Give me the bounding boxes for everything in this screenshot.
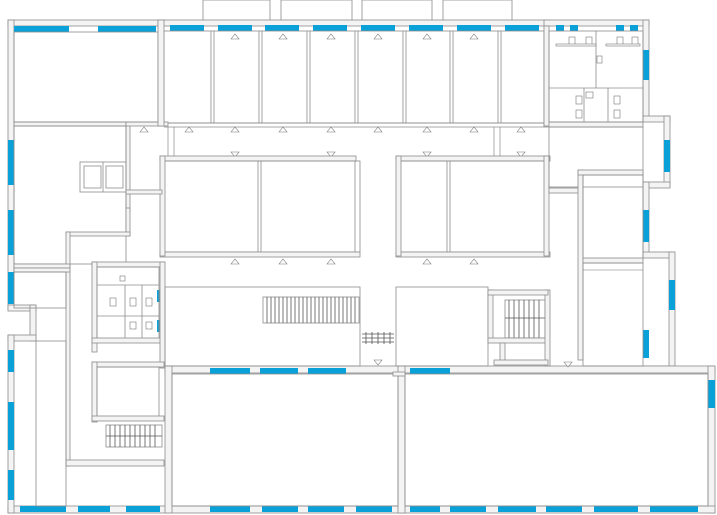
window: [708, 380, 715, 408]
windows: [8, 25, 715, 512]
window: [14, 26, 69, 32]
window: [126, 506, 160, 512]
window: [170, 25, 204, 31]
window: [308, 368, 346, 374]
left-wing: [13, 19, 165, 507]
window: [643, 50, 649, 80]
window: [8, 210, 14, 255]
toilet-block-top-right: [548, 30, 644, 123]
bottom-halls: [171, 371, 709, 507]
window: [450, 506, 486, 512]
window: [556, 25, 564, 31]
window: [313, 25, 347, 31]
window: [361, 25, 395, 31]
window: [260, 368, 298, 374]
window: [8, 350, 14, 372]
right-rooms: [548, 126, 644, 367]
window: [505, 25, 539, 31]
window: [410, 506, 440, 512]
central-classrooms: [159, 155, 551, 258]
stairs-icon: [105, 296, 546, 448]
window: [643, 210, 649, 242]
window: [498, 506, 536, 512]
corridor-door-markers: [139, 126, 526, 158]
window: [8, 470, 14, 500]
window: [210, 368, 250, 374]
window: [8, 272, 14, 304]
window: [98, 26, 156, 32]
window: [643, 330, 649, 358]
window: [78, 506, 110, 512]
toilet-icon: [109, 275, 153, 330]
window: [356, 506, 392, 512]
toilet-icon: [568, 36, 639, 119]
window: [630, 25, 638, 31]
window: [8, 140, 14, 185]
window: [410, 368, 450, 374]
window: [570, 25, 578, 31]
door-markers-lower: [230, 258, 573, 368]
window: [262, 506, 298, 512]
window: [650, 506, 698, 512]
window: [20, 506, 66, 512]
window: [218, 25, 252, 31]
door-markers-top: [230, 33, 479, 40]
central-lobby: [164, 286, 551, 367]
window: [308, 506, 344, 512]
window: [546, 506, 582, 512]
window: [616, 25, 624, 31]
window: [594, 506, 638, 512]
window: [265, 25, 299, 31]
top-classrooms: [163, 30, 545, 128]
window: [457, 25, 491, 31]
window: [8, 402, 14, 450]
toilet-block-left: [91, 261, 166, 423]
window: [409, 25, 443, 31]
window: [210, 506, 250, 512]
top-bays: [202, 0, 513, 23]
window: [669, 280, 675, 310]
window: [664, 140, 670, 172]
